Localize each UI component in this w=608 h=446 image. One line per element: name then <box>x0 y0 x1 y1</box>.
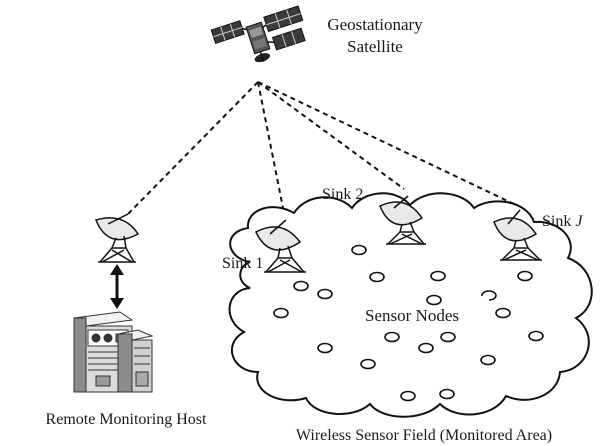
sink-1-antenna-icon <box>255 219 306 273</box>
host-link-arrow <box>110 264 124 309</box>
link-sink-2 <box>257 81 405 190</box>
link-host-antenna <box>127 81 259 215</box>
satellite-icon <box>210 5 306 63</box>
sensor-node <box>430 270 446 282</box>
satellite-links <box>127 81 517 215</box>
sensor-field-caption: Wireless Sensor Field (Monitored Area) <box>296 427 552 444</box>
sensor-node <box>273 307 289 319</box>
sensor-node <box>351 244 367 256</box>
sink-j-label-index: J <box>575 213 583 230</box>
sink-1-label: Sink 1 <box>222 255 263 272</box>
sensor-node <box>293 280 309 292</box>
sensor-node <box>317 288 333 300</box>
sensor-nodes-label: Sensor Nodes <box>365 306 459 325</box>
sensor-node <box>418 342 434 354</box>
sink-j-antenna-icon <box>493 209 542 261</box>
host-antenna-icon <box>94 213 140 263</box>
remote-host-caption: Remote Monitoring Host <box>46 411 207 428</box>
sensor-node <box>426 294 442 306</box>
sensor-node <box>480 354 496 366</box>
sensor-node <box>517 270 533 282</box>
sensor-node <box>495 307 511 319</box>
remote-host-icon <box>72 311 154 393</box>
sensor-node <box>317 342 333 354</box>
satellite-label-line2: Satellite <box>347 37 403 56</box>
sensor-nodes <box>273 244 544 402</box>
sensor-node <box>400 390 416 402</box>
sensor-node <box>439 388 455 400</box>
sink-j-label-prefix: Sink <box>542 213 575 230</box>
sensor-field-cloud <box>228 192 593 418</box>
sink-2-label: Sink 2 <box>322 186 363 203</box>
satellite-label-line1: Geostationary <box>327 15 423 34</box>
sink-2-antenna-icon <box>379 195 426 245</box>
link-sink-1 <box>257 81 285 214</box>
sensor-node <box>360 358 376 370</box>
sensor-node <box>440 331 456 343</box>
sensor-node <box>369 271 385 283</box>
link-sink-j <box>257 81 517 206</box>
sensor-node <box>481 290 497 301</box>
sensor-node <box>384 331 400 343</box>
sensor-node <box>528 330 544 342</box>
sink-j-label: Sink J <box>542 213 583 230</box>
